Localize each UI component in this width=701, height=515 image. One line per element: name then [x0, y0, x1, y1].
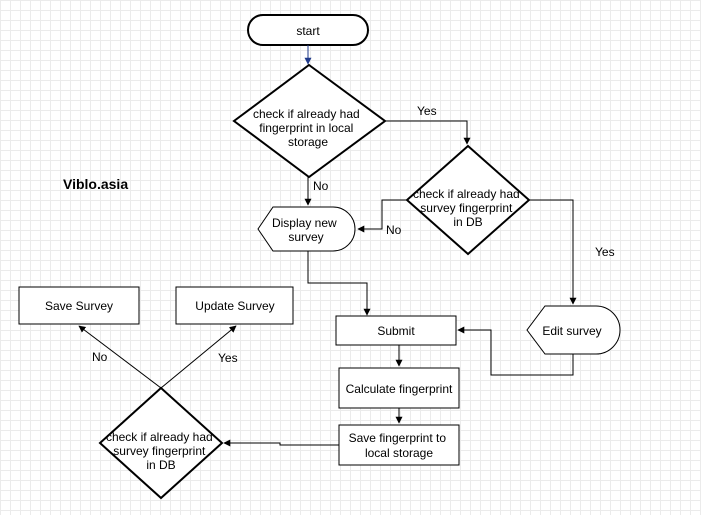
save-fingerprint-line-1: Save fingerprint to	[349, 431, 447, 445]
save-fingerprint-node: Save fingerprint to local storage	[338, 424, 460, 466]
check-db-bottom-text: check if already had survey fingerprint …	[106, 430, 216, 472]
start-label: start	[296, 24, 320, 38]
label-yes-db-to-edit: Yes	[595, 245, 615, 259]
submit-node: Submit	[335, 315, 457, 346]
display-survey-node: Display new survey	[257, 206, 356, 252]
display-survey-line-1: Display new	[272, 216, 337, 230]
start-node: start	[247, 14, 369, 46]
edge-check-local-yes	[385, 120, 471, 145]
check-db-bottom-line-3: in DB	[146, 458, 175, 472]
check-db-bottom-line-2: survey fingerprint	[113, 444, 206, 458]
check-local-line-2: fingerprint in local	[259, 121, 353, 135]
save-fingerprint-line-2: local storage	[365, 446, 433, 460]
edge-check-db-top-no	[357, 199, 407, 233]
calculate-fingerprint-node: Calculate fingerprint	[338, 367, 460, 409]
decision-check-local: check if already had fingerprint in loca…	[232, 63, 387, 179]
save-fingerprint-text: Save fingerprint to local storage	[349, 431, 450, 460]
edge-check-db-no	[78, 325, 162, 389]
save-survey-node: Save Survey	[18, 286, 140, 325]
calculate-fingerprint-label: Calculate fingerprint	[346, 382, 453, 396]
check-local-line-1: check if already had	[253, 107, 360, 121]
edge-save-to-check-db	[223, 439, 339, 447]
decision-check-db-top: check if already had survey fingerprint …	[405, 144, 531, 256]
label-no-db-to-display: No	[386, 223, 402, 237]
check-db-top-line-1: check if already had	[413, 187, 520, 201]
check-local-text: check if already had fingerprint in loca…	[253, 107, 363, 149]
check-db-top-line-2: survey fingerprint	[420, 201, 513, 215]
edit-survey-label: Edit survey	[542, 324, 601, 338]
check-db-bottom-line-1: check if already had	[106, 430, 213, 444]
check-local-line-3: storage	[288, 135, 328, 149]
edge-display-to-submit	[307, 251, 371, 316]
check-db-top-line-3: in DB	[453, 215, 482, 229]
edge-check-db-top-yes	[529, 199, 577, 305]
edge-edit-to-submit	[457, 326, 574, 376]
edge-check-db-yes	[160, 325, 237, 389]
brand-label: Viblo.asia	[63, 176, 128, 192]
label-yes-local-to-db: Yes	[417, 104, 437, 118]
label-no-db-to-save: No	[92, 350, 108, 364]
check-db-top-text: check if already had survey fingerprint …	[413, 187, 523, 229]
decision-check-db-bottom: check if already had survey fingerprint …	[98, 386, 224, 500]
submit-label: Submit	[377, 324, 415, 338]
display-survey-text: Display new survey	[272, 216, 340, 244]
update-survey-node: Update Survey	[175, 286, 294, 325]
display-survey-line-2: survey	[288, 230, 323, 244]
label-yes-db-to-update: Yes	[218, 351, 238, 365]
update-survey-label: Update Survey	[195, 299, 274, 313]
save-survey-label: Save Survey	[45, 299, 113, 313]
label-no-local-to-display: No	[313, 179, 329, 193]
edit-survey-node: Edit survey	[526, 305, 621, 355]
